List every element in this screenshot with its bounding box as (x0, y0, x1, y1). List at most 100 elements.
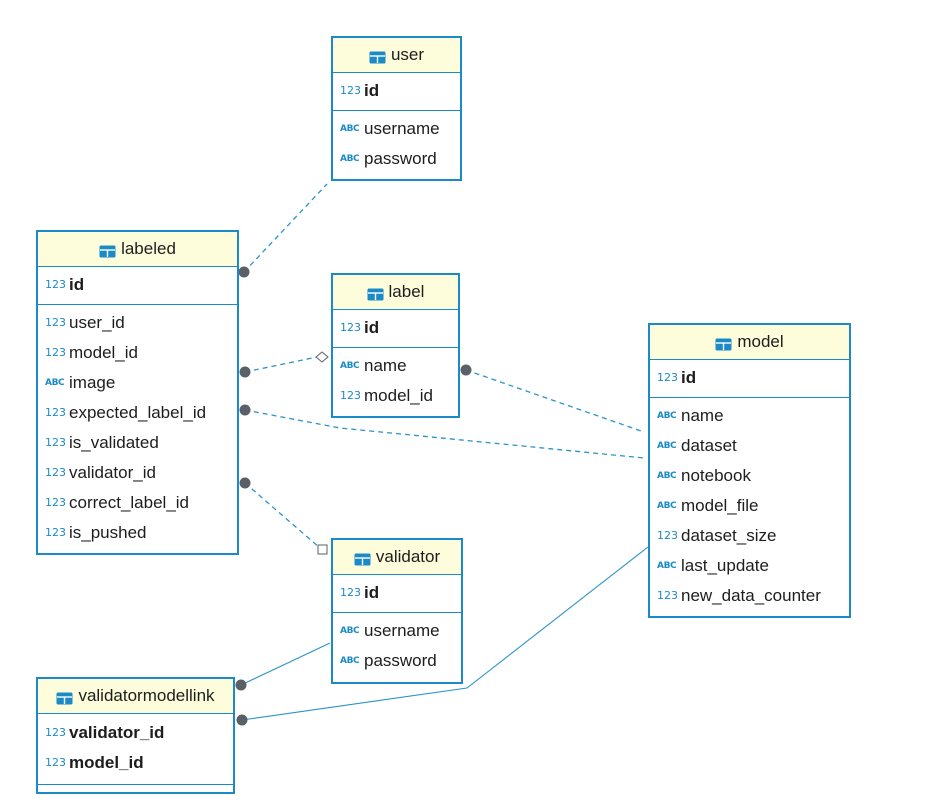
column-name: last_update (681, 556, 769, 575)
connector-endpoint (235, 679, 247, 691)
column-name: is_pushed (69, 523, 147, 542)
column-name: validator_id (69, 723, 165, 742)
connector-line (244, 355, 323, 373)
table-icon (367, 286, 384, 300)
column-name: expected_label_id (69, 403, 207, 422)
numeric-type-icon: 123 (45, 526, 66, 539)
text-type-icon: ABC (657, 501, 677, 511)
connector-endpoint (238, 266, 250, 278)
entity-header[interactable]: validator (333, 540, 461, 575)
text-type-icon: ABC (340, 626, 360, 636)
relationship-validatormodellink-validator[interactable] (235, 642, 331, 691)
connector-line (243, 183, 328, 273)
column-name: validator_id (69, 463, 156, 482)
table-icon (354, 551, 371, 565)
numeric-type-icon: 123 (45, 278, 66, 291)
connector-line (240, 642, 331, 686)
entity-header[interactable]: labeled (38, 232, 237, 267)
table-icon (369, 49, 386, 63)
column-name: username (364, 621, 440, 640)
column-name: id (364, 583, 380, 602)
numeric-type-icon: 123 (45, 436, 66, 449)
entity-title: labeled (121, 239, 176, 258)
column-name: dataset_size (681, 526, 777, 545)
text-type-icon: ABC (340, 656, 360, 666)
column-name: username (364, 119, 440, 138)
column-name: notebook (681, 466, 751, 485)
numeric-type-icon: 123 (340, 84, 361, 97)
entity-header[interactable]: user (333, 38, 460, 73)
relationship-labeled-validator[interactable] (239, 477, 328, 555)
column-name: password (364, 651, 437, 670)
numeric-type-icon: 123 (340, 321, 361, 334)
numeric-type-icon: 123 (45, 316, 66, 329)
numeric-type-icon: 123 (657, 371, 678, 384)
column-name: correct_label_id (69, 493, 190, 512)
entity-title: user (390, 45, 425, 64)
numeric-type-icon: 123 (45, 726, 66, 739)
column-row[interactable]: ABC password (333, 646, 461, 676)
column-name: model_id (69, 343, 138, 362)
entity-header[interactable]: label (333, 275, 458, 310)
entity-header[interactable]: model (650, 325, 849, 360)
text-type-icon: ABC (657, 441, 677, 451)
column-row[interactable]: ABC username (333, 616, 461, 646)
table-icon (56, 690, 73, 704)
column-name: id (364, 318, 380, 337)
connector-endpoint (460, 364, 472, 376)
relationship-label-model[interactable] (460, 364, 645, 433)
entity-header[interactable]: validatormodellink (38, 679, 233, 714)
numeric-type-icon: 123 (340, 586, 361, 599)
relationship-labeled-label[interactable] (239, 351, 329, 378)
numeric-type-icon: 123 (45, 756, 66, 769)
entity-title: label (388, 282, 425, 301)
numeric-type-icon: 123 (45, 346, 66, 359)
relationship-labeled-user[interactable] (238, 183, 328, 278)
connector-endpoint (236, 714, 248, 726)
column-name: new_data_counter (681, 586, 821, 605)
column-name: model_id (364, 386, 433, 405)
column-name: user_id (69, 313, 125, 332)
column-name: password (364, 149, 437, 168)
